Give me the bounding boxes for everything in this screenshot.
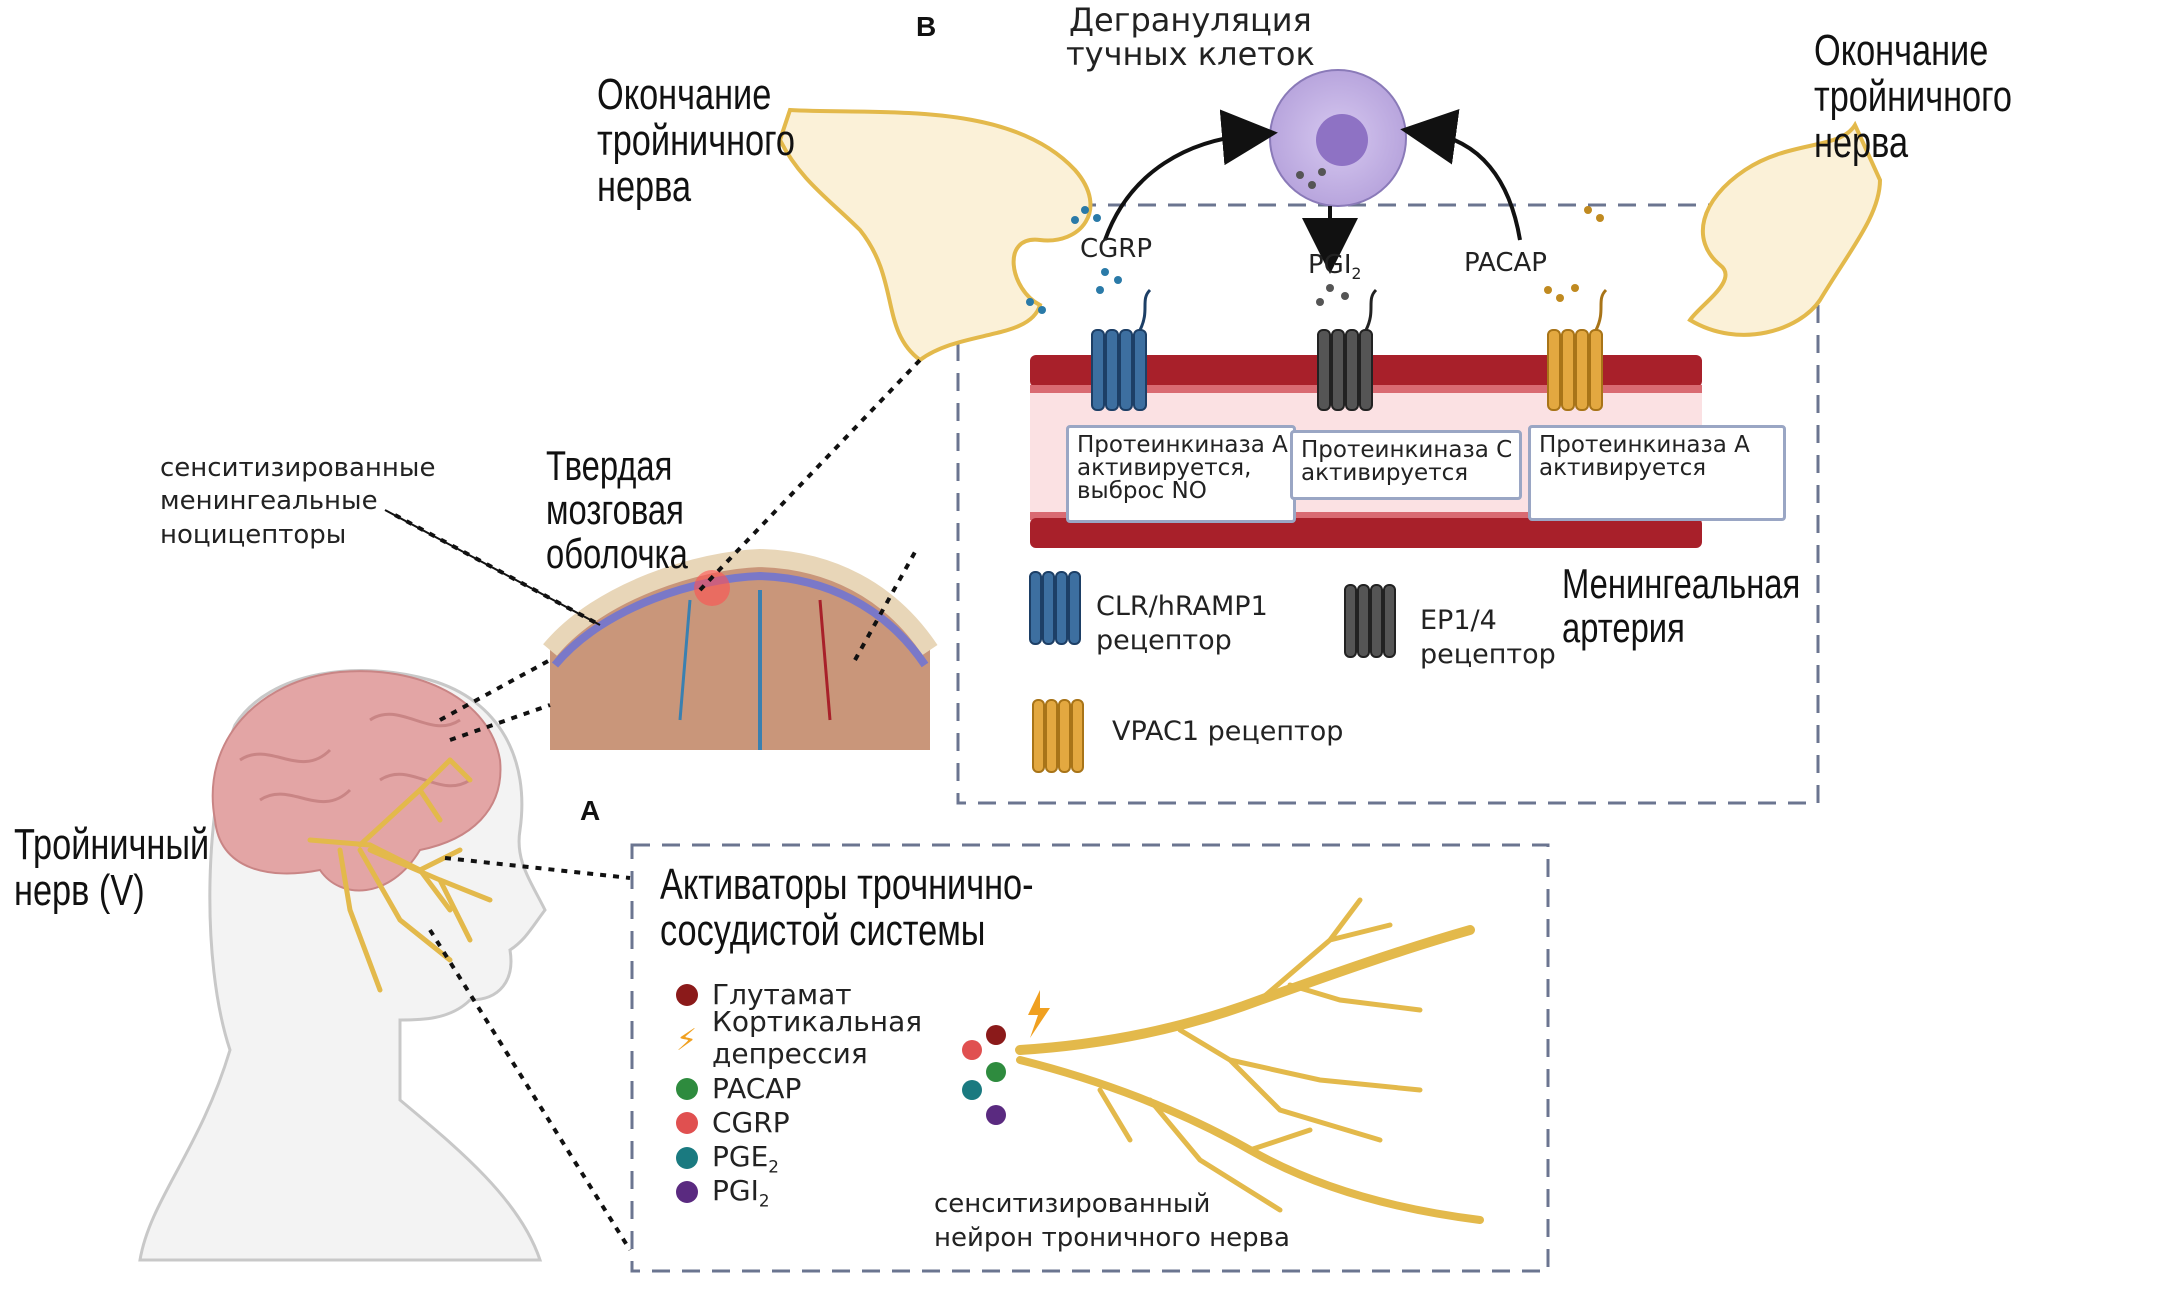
legend-item-pgi2: PGI2 [676,1174,770,1211]
sensitized-neuron [1015,897,1484,1224]
box-protein-kinase-a-no: Протеинкиназа А активируется, выброс NO [1066,425,1296,523]
arrow-cgrp-to-mast [1103,109,1278,241]
panel-a-box [630,843,1550,1273]
cgrp-particles [1026,206,1122,314]
activator-molecules [962,1025,1006,1125]
legend-receptor-clr-icon [1029,571,1081,645]
panel-a-title: Активаторы трочнично- сосудистой системы [660,860,1034,956]
receptor-vpac-in-membrane [1547,288,1608,411]
legend-receptor-vpac-icon [1032,699,1084,773]
nerve-terminal-right [1687,120,1883,337]
lightning-icon [1028,990,1050,1038]
mast-cell-label: Дегрануляция тучных клеток [1066,1,1315,73]
nerve-terminal-left [777,107,1093,363]
trigeminal-nerve-label: Тройничный нерв (V) [14,820,210,916]
legend-item-glutamate: Глутамат [676,978,852,1011]
mast-cell [1269,69,1407,207]
receptor-clr-label: CLR/hRAMP1 рецептор [1096,591,1268,656]
panel-b-letter: B [916,11,937,42]
lightning-legend-icon: ⚡ [676,1023,698,1058]
pgi2-dot-icon [676,1181,698,1204]
legend-item-cgrp: CGRP [676,1106,790,1139]
head-profile [138,668,547,1262]
nerve-left-label: Окончание тройничного нерва [597,70,795,212]
receptor-ep-label: EP1/4 рецептор [1420,605,1556,670]
nociceptor-pointer [384,509,601,626]
box-protein-kinase-c: Протеинкиназа С активируется [1290,430,1522,500]
trigeminal-nerve-head [307,757,493,993]
receptor-clr-in-membrane [1091,288,1152,411]
pgi2-label: PGI2 [1308,250,1362,284]
nerve-right-label: Окончание тройничного нерва [1814,26,2012,168]
pacap-particles [1544,206,1604,302]
legend-item-pge2: PGE2 [676,1140,779,1177]
pacap-dot-icon [676,1077,698,1100]
receptor-ep-in-membrane [1317,288,1378,411]
dura-label: Твердая мозговая оболочка [546,442,688,578]
panel-b-box [956,203,1820,805]
legend-item-cortical-depression: ⚡ Кортикальная депрессия [676,1005,923,1071]
dotted-connectors [394,358,922,1252]
brain [211,670,502,892]
panel-a-letter: A [580,795,601,826]
box-protein-kinase-a: Протеинкиназа А активируется [1528,425,1786,521]
legend-receptor-ep-icon [1344,584,1396,658]
sensitized-nociceptors-label: сенситизированные менингеальные ноцицепт… [160,453,436,550]
arrow-pacap-to-mast [1400,109,1522,241]
pgi2-particles [1296,168,1349,306]
pacap-label: PACAP [1464,248,1547,278]
legend-item-pacap: PACAP [676,1072,801,1105]
glutamate-dot-icon [676,983,698,1006]
cgrp-dot-icon [676,1111,698,1134]
receptor-vpac-label: VPAC1 рецептор [1112,716,1344,747]
meningeal-artery-label: Менингеальная артерия [1562,560,1801,652]
pge2-dot-icon [676,1147,698,1170]
sensitized-neuron-label: сенситизированный нейрон троничного нерв… [934,1189,1290,1253]
cgrp-label: CGRP [1080,234,1153,264]
dura-cross-section [543,548,938,750]
